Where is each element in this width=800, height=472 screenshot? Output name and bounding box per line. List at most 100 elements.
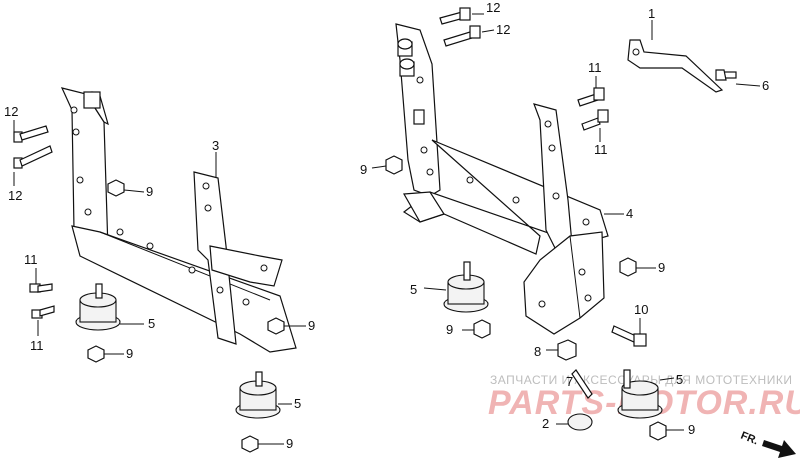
nut-9 xyxy=(107,179,125,197)
cap-body xyxy=(567,413,593,431)
frame-hole xyxy=(188,266,196,274)
callout-12: 12 xyxy=(486,0,500,15)
bolt-12-left-lower xyxy=(13,145,53,169)
rubber-mount-right-upper xyxy=(443,261,489,313)
frame-hole xyxy=(544,120,552,128)
arrow-down-right-icon xyxy=(762,440,796,458)
frame-hole xyxy=(84,208,92,216)
frame-hole xyxy=(420,146,428,154)
bolt-head xyxy=(597,109,609,123)
callout-9: 9 xyxy=(658,260,665,275)
bolt-shank xyxy=(39,305,55,317)
nut-9 xyxy=(241,435,259,453)
callout-12: 12 xyxy=(496,22,510,37)
right-frame-foot xyxy=(403,191,445,223)
bolt-12-right-lower xyxy=(443,25,481,47)
right-frame-clip xyxy=(413,109,425,125)
nut-9 xyxy=(385,155,403,175)
bolt-12-right-upper xyxy=(439,7,471,25)
frame-hole xyxy=(76,176,84,184)
bolt-shank xyxy=(581,117,601,131)
callout-12: 12 xyxy=(4,104,18,119)
mount-stud xyxy=(463,261,471,281)
frame-hole xyxy=(116,228,124,236)
frame-hole xyxy=(466,176,474,184)
rubber-mount-right-lower xyxy=(617,369,663,419)
frame-hole xyxy=(216,286,224,294)
collar-8 xyxy=(557,339,577,361)
nuts xyxy=(87,155,667,453)
left-frame-beam-edge xyxy=(99,231,271,301)
nut-9 xyxy=(619,257,637,277)
stay-hole xyxy=(632,48,640,56)
callout-5: 5 xyxy=(148,316,155,331)
frame-hole xyxy=(70,106,78,114)
right-frame-bracket-edge xyxy=(569,235,581,319)
bolt-11-right-lower xyxy=(581,109,609,131)
callout-1: 1 xyxy=(648,6,655,21)
nut-9 xyxy=(649,421,667,441)
callout-11: 11 xyxy=(30,338,44,353)
bolt-11-right-upper xyxy=(577,87,605,107)
bolt-11-left-lower xyxy=(31,305,55,319)
frame-hole xyxy=(584,294,592,302)
front-label: FR. xyxy=(739,430,760,448)
frame-hole xyxy=(242,298,250,306)
callout-5: 5 xyxy=(294,396,301,411)
rubber-mounts xyxy=(75,261,663,431)
frame-hole xyxy=(538,300,546,308)
frame-hole xyxy=(512,196,520,204)
nut-9 xyxy=(473,319,491,339)
mount-stud xyxy=(255,371,263,387)
right-frame-pivot-upper-cap xyxy=(397,38,413,50)
bolt-head xyxy=(633,333,647,347)
callout-9: 9 xyxy=(146,184,153,199)
callout-11: 11 xyxy=(24,252,38,267)
frame-hole xyxy=(260,264,268,272)
stay-bracket-part-1 xyxy=(627,39,737,93)
right-frame-pivot-lower-cap xyxy=(399,58,415,70)
bolt-11-left-upper xyxy=(29,283,53,293)
frame-hole xyxy=(548,144,556,152)
callout-2: 2 xyxy=(542,416,549,431)
callout-9: 9 xyxy=(688,422,695,437)
callout-6: 6 xyxy=(762,78,769,93)
bolt-6-head xyxy=(715,69,727,81)
bolt-shank xyxy=(37,283,53,293)
callout-11: 11 xyxy=(588,60,602,75)
bolt-shank xyxy=(443,31,473,47)
bolts xyxy=(13,7,647,399)
frame-hole xyxy=(72,128,80,136)
bolt-7 xyxy=(571,369,593,399)
bolt-shank xyxy=(19,145,53,167)
callout-labels: 3 9 12 12 11 11 5 9 9 5 9 12 12 9 1 6 11… xyxy=(4,0,769,451)
cap-2 xyxy=(567,413,593,431)
front-direction-indicator: FR. xyxy=(739,430,796,458)
left-engine-hanger-frame xyxy=(60,87,297,353)
nut-9 xyxy=(267,317,285,335)
frame-hole xyxy=(416,76,424,84)
bolt-head xyxy=(459,7,471,21)
callout-11: 11 xyxy=(594,142,608,157)
callout-8: 8 xyxy=(534,344,541,359)
callout-5: 5 xyxy=(410,282,417,297)
callout-10: 10 xyxy=(634,302,648,317)
mount-stud xyxy=(623,369,631,389)
leader-lines xyxy=(13,13,761,445)
left-frame-main-beam xyxy=(71,225,297,353)
bolt-shank xyxy=(571,369,593,399)
mount-stud xyxy=(95,283,103,299)
frame-hole xyxy=(578,268,586,276)
bolt-head xyxy=(593,87,605,101)
mount-top xyxy=(621,380,659,396)
callout-9: 9 xyxy=(286,436,293,451)
bolt-10 xyxy=(611,325,647,347)
callout-12: 12 xyxy=(8,188,22,203)
left-frame-cross-bracket xyxy=(209,245,283,287)
stay-plate xyxy=(627,39,724,93)
frame-hole xyxy=(426,168,434,176)
left-frame-pivot-body xyxy=(83,91,101,109)
callout-3: 3 xyxy=(212,138,219,153)
